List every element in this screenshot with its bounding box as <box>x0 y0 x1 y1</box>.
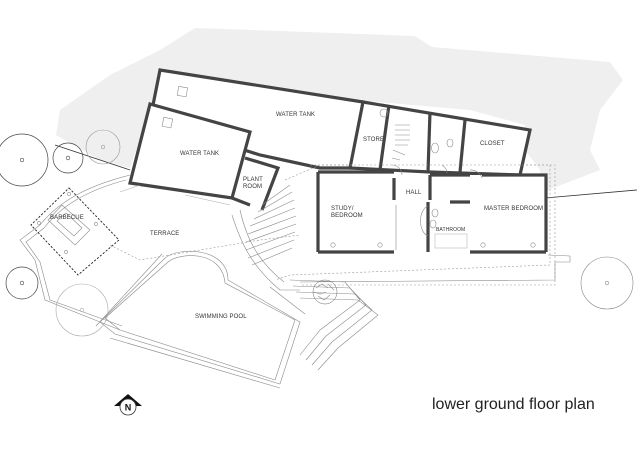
study-bedroom: STUDY/ BEDROOM <box>316 170 396 254</box>
terrain-hillside <box>56 28 623 198</box>
label-bathroom: BATHROOM <box>436 227 465 233</box>
bathroom: BATHROOM <box>420 200 470 252</box>
stepped-planter <box>269 279 379 371</box>
tree <box>5 266 39 300</box>
label-plant-room-1: PLANT <box>243 177 263 183</box>
label-closet: CLOSET <box>480 141 505 147</box>
label-hall: HALL <box>406 190 422 196</box>
north-label: N <box>125 403 132 413</box>
cobbled-tree <box>312 279 338 305</box>
tree <box>55 283 109 337</box>
barbecue: BARBECUE <box>30 187 120 276</box>
north-arrow: N <box>112 392 144 418</box>
label-store: STORE <box>363 137 384 143</box>
label-study-2: BEDROOM <box>331 213 363 219</box>
tree <box>52 142 84 174</box>
tree <box>580 256 634 310</box>
terrace: TERRACE <box>19 174 301 331</box>
tree <box>0 133 49 187</box>
drawing-title: lower ground floor plan <box>432 396 595 413</box>
hall: HALL <box>395 190 422 250</box>
label-plant-room-2: ROOM <box>243 184 262 190</box>
plant-room: PLANT ROOM <box>231 156 281 211</box>
curved-stairs <box>231 164 551 291</box>
building-outline-dashed <box>300 164 556 286</box>
label-water-tank-lower: WATER TANK <box>180 151 219 157</box>
label-barbecue: BARBECUE <box>50 215 84 221</box>
terrain-edge-left <box>54 144 131 171</box>
label-master-bedroom: MASTER BEDROOM <box>484 206 543 212</box>
service-block: STORE CLOSET <box>348 100 532 177</box>
master-bedroom: MASTER BEDROOM <box>428 169 548 254</box>
label-terrace: TERRACE <box>150 231 179 237</box>
trees <box>0 129 634 337</box>
label-study-1: STUDY/ <box>331 206 354 212</box>
label-swimming-pool: SWIMMING POOL <box>195 314 247 320</box>
east-planter <box>299 254 571 283</box>
north-arrow-icon: N <box>114 394 142 416</box>
terrain-edge <box>544 189 638 199</box>
tree <box>85 129 121 165</box>
swimming-pool: SWIMMING POOL <box>95 251 301 389</box>
label-water-tank-upper: WATER TANK <box>276 112 315 118</box>
